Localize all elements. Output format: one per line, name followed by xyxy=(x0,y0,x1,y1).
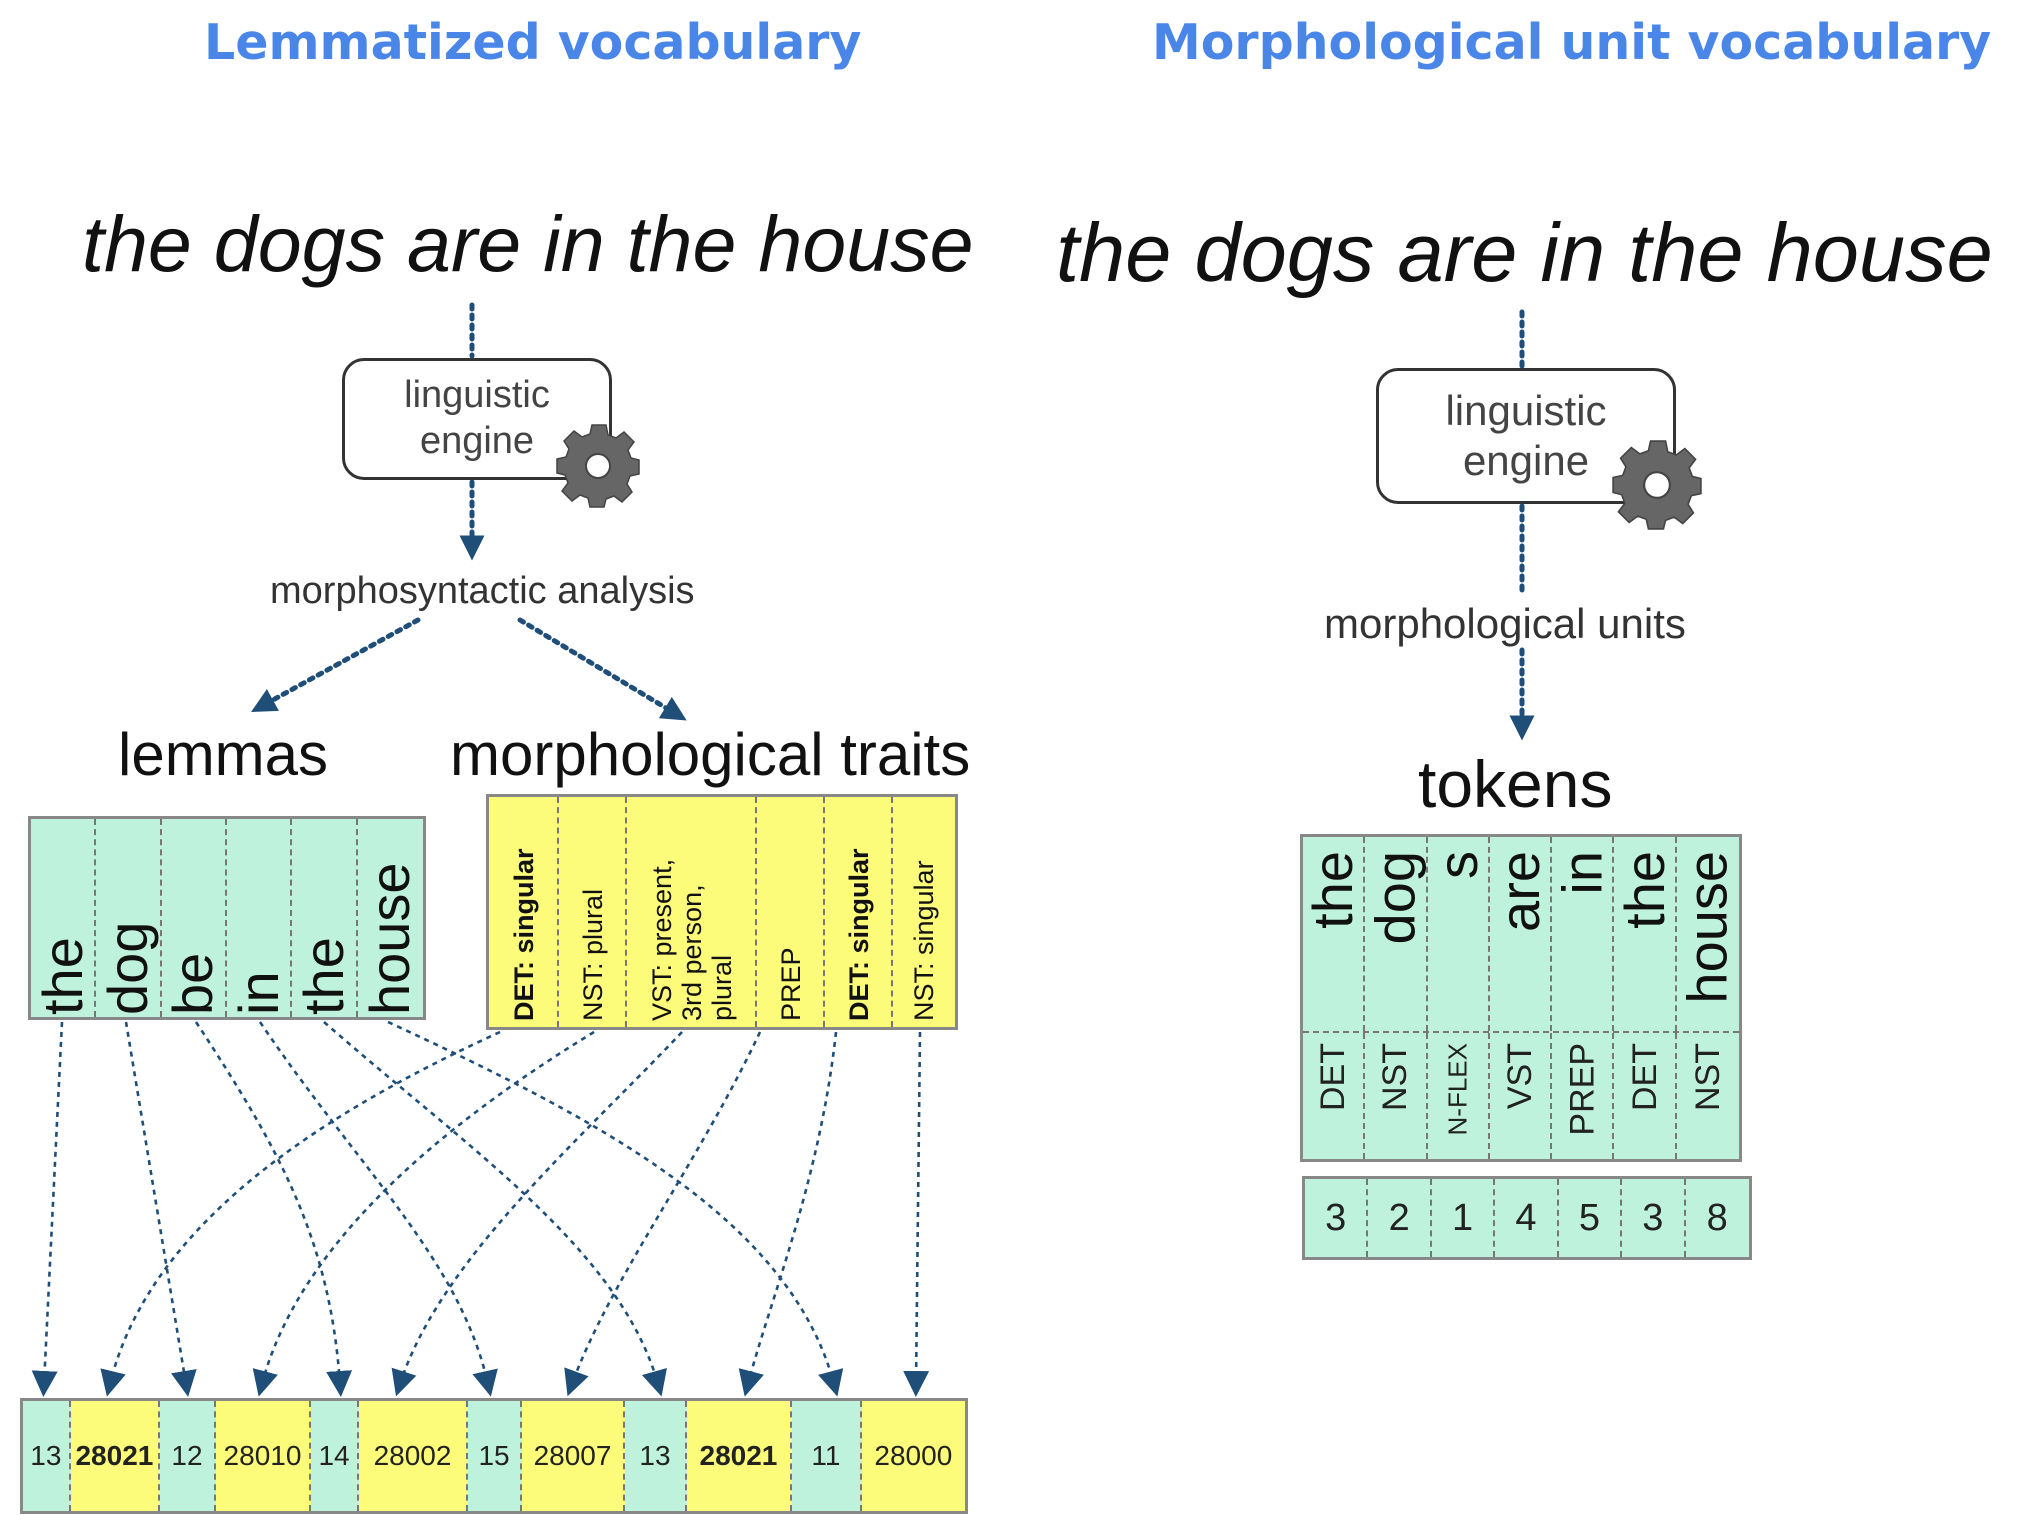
token-tag-cell: PREP xyxy=(1552,1033,1615,1159)
lemma-cell: in xyxy=(227,819,293,1017)
token-word-cell: s xyxy=(1426,837,1490,1031)
lemma-the-to-id xyxy=(31,1021,64,1397)
right-engine-label-line1: linguistic xyxy=(1445,386,1607,434)
gear-shape xyxy=(556,424,640,508)
lemma-id-cell: 13 xyxy=(625,1401,687,1511)
left-engine-label-line2: engine xyxy=(419,420,535,462)
token-id-cell: 3 xyxy=(1305,1179,1369,1257)
token-id-cell: 1 xyxy=(1432,1179,1496,1257)
arrow-analysis-to-traits xyxy=(517,617,687,721)
token-id-cell: 5 xyxy=(1559,1179,1623,1257)
trait-prep-to-id xyxy=(564,1031,762,1397)
morphological-units-label: morphological units xyxy=(1324,600,1686,647)
lemma-id-cell: 11 xyxy=(792,1401,862,1511)
token-id-cell: 3 xyxy=(1622,1179,1686,1257)
right-engine-label-line2: engine xyxy=(1462,437,1590,484)
lemma-in-to-id xyxy=(258,1021,498,1397)
lemma-cell: dog xyxy=(96,819,162,1017)
trait-cell: PREP xyxy=(757,797,825,1027)
token-word-cell: in xyxy=(1550,837,1615,1031)
trait-cell: VST: present,3rd person,plural xyxy=(627,797,757,1027)
right-gear-icon xyxy=(1612,440,1702,530)
token-tag-cell: N-FLEX xyxy=(1428,1033,1490,1159)
token-tag-cell: NST xyxy=(1365,1033,1428,1159)
lemma-the2-to-id xyxy=(323,1021,667,1397)
trait-vst-to-id xyxy=(391,1031,683,1397)
morphological-traits-heading: morphological traits xyxy=(450,721,971,788)
token-tag-cell: DET xyxy=(1303,1033,1366,1159)
trait-cell: DET: singular xyxy=(489,797,559,1027)
trait-id-cell: 28002 xyxy=(358,1401,469,1511)
morphosyntactic-analysis-label: morphosyntactic analysis xyxy=(270,570,695,612)
lemma-id-cell: 14 xyxy=(311,1401,359,1511)
token-tag-cell: DET xyxy=(1614,1033,1677,1159)
token-id-cell: 8 xyxy=(1706,1196,1728,1239)
trait-id-cell: 28000 xyxy=(861,1401,966,1511)
token-word-cell: the xyxy=(1613,837,1677,1031)
left-engine-label-line1: linguistic xyxy=(404,374,550,417)
token-word-cell: the xyxy=(1301,837,1366,1031)
lemma-cell: the xyxy=(31,819,97,1017)
tokens-heading: tokens xyxy=(1418,747,1613,821)
lemma-house-to-id xyxy=(387,1020,844,1397)
token-id-cell: 4 xyxy=(1495,1179,1559,1257)
trait-det2-to-id xyxy=(738,1031,838,1397)
token-tag-cell: VST xyxy=(1490,1033,1553,1159)
left-gear-icon xyxy=(556,424,640,508)
right-panel-title: Morphological unit vocabulary xyxy=(1152,14,1992,71)
gear-shape xyxy=(1612,440,1702,530)
lemma-be-to-id xyxy=(194,1021,353,1397)
lemma-id-cell: 13 xyxy=(23,1401,71,1511)
lemma-dog-to-id xyxy=(124,1021,197,1397)
arrow-analysis-to-lemmas xyxy=(251,617,421,713)
trait-id-cell: 28021 xyxy=(70,1401,161,1511)
trait-id-cell: 28010 xyxy=(215,1401,312,1511)
lemma-cell: the xyxy=(292,819,358,1017)
lemma-id-cell: 15 xyxy=(468,1401,522,1511)
token-word-cell: dog xyxy=(1363,837,1428,1031)
left-sentence: the dogs are in the house xyxy=(82,199,974,288)
trait-id-cell: 28007 xyxy=(521,1401,626,1511)
trait-id-cell: 28021 xyxy=(686,1401,793,1511)
trait-det-to-id xyxy=(100,1030,501,1397)
lemma-id-cell: 12 xyxy=(160,1401,216,1511)
right-sentence: the dogs are in the house xyxy=(1056,206,1993,299)
trait-nst-to-id xyxy=(252,1030,595,1397)
left-panel-title: Lemmatized vocabulary xyxy=(204,14,862,71)
token-word-cell: are xyxy=(1488,837,1553,1031)
token-id-cell: 2 xyxy=(1368,1179,1432,1257)
trait-cell: NST: plural xyxy=(559,797,627,1027)
lemmas-heading: lemmas xyxy=(118,721,329,788)
trait-nst2-to-id xyxy=(903,1031,930,1397)
lemma-cell: be xyxy=(161,819,227,1017)
trait-cell: DET: singular xyxy=(825,797,893,1027)
